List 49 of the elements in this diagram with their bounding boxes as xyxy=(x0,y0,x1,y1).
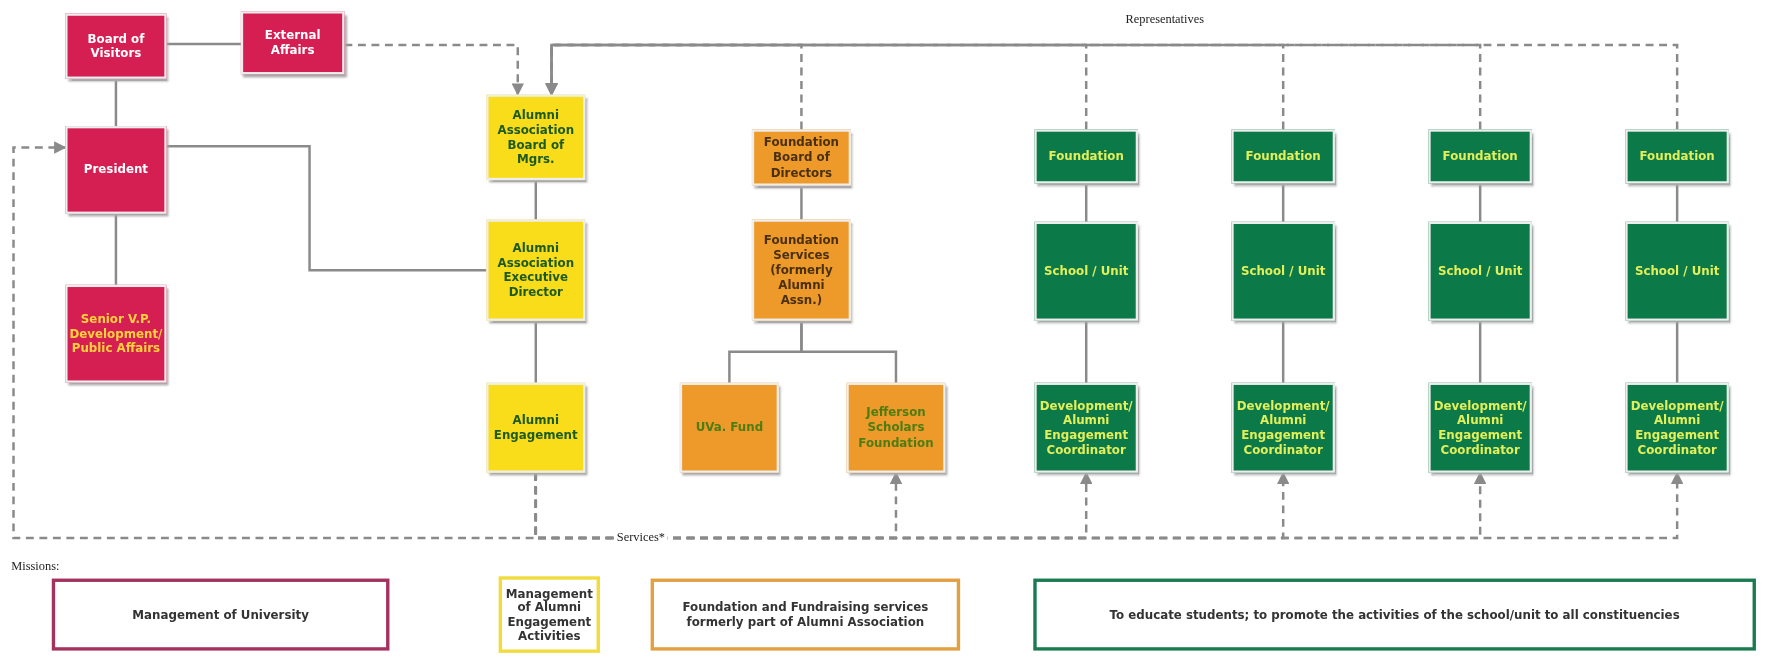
mission-box: Management of Alumni Engagement Activities xyxy=(498,576,600,653)
org-chart-box: External Affairs xyxy=(240,11,345,75)
org-chart-box: Foundation Services (formerly Alumni Assn.) xyxy=(751,219,851,321)
connector-line xyxy=(1084,183,1088,222)
org-chart-box: School / Unit xyxy=(1428,221,1532,321)
org-chart-box: Development/ Alumni Engagement Coordinator xyxy=(1625,382,1729,473)
org-chart-box: President xyxy=(65,126,167,214)
section-heading: Missions: xyxy=(11,558,60,572)
connector-line xyxy=(1281,320,1285,383)
org-chart-box: Development/ Alumni Engagement Coordinator xyxy=(1034,382,1138,473)
org-chart-box: Alumni Association Board of Mgrs. xyxy=(486,94,586,181)
org-chart-box: Senior V.P. Development/ Public Affairs xyxy=(65,284,167,383)
org-chart-box: Development/ Alumni Engagement Coordinator xyxy=(1231,382,1335,473)
org-chart-box: Alumni Association Executive Director xyxy=(486,219,586,321)
arrow xyxy=(534,471,1684,540)
connector-line xyxy=(166,42,241,46)
org-chart-box: Foundation xyxy=(1625,129,1729,184)
connector-line xyxy=(114,213,118,285)
connector-line xyxy=(1478,183,1482,222)
org-chart-box: Foundation xyxy=(1428,129,1532,184)
connector-line xyxy=(166,145,487,272)
mission-box: Management of University xyxy=(51,578,390,651)
org-chart-box: School / Unit xyxy=(1231,221,1335,321)
org-chart-box: Foundation xyxy=(1034,129,1138,184)
org-chart-box: Jefferson Scholars Foundation xyxy=(846,382,946,473)
connector-line xyxy=(1084,320,1088,383)
org-chart-box: School / Unit xyxy=(1625,221,1729,321)
connector-line xyxy=(1675,320,1679,383)
connector-line xyxy=(534,180,538,220)
connector-line xyxy=(534,320,538,383)
org-chart-box: Foundation Board of Directors xyxy=(751,129,851,186)
mission-box: To educate students; to promote the activities of the school/unit to all constituencies xyxy=(1033,578,1756,651)
connector-line xyxy=(800,320,898,383)
bus-label: Services* xyxy=(614,530,668,544)
org-chart-box: School / Unit xyxy=(1034,221,1138,321)
org-chart-box: UVa. Fund xyxy=(679,382,779,473)
org-chart-box: Board of Visitors xyxy=(65,13,167,79)
connector-line xyxy=(800,185,803,220)
org-chart-box: Development/ Alumni Engagement Coordinator xyxy=(1428,382,1532,473)
connector-line xyxy=(114,78,118,127)
connector-line xyxy=(1675,183,1679,222)
arrow xyxy=(545,43,1679,130)
org-chart-box: Alumni Engagement xyxy=(486,382,586,473)
bus-label: Representatives xyxy=(1125,11,1204,25)
arrow xyxy=(344,43,524,96)
connector-line xyxy=(1281,183,1285,222)
connector-line xyxy=(1478,320,1482,383)
mission-box: Foundation and Fundraising services formerly part of Alumni Association xyxy=(650,578,961,651)
org-chart-box: Foundation xyxy=(1231,129,1335,184)
